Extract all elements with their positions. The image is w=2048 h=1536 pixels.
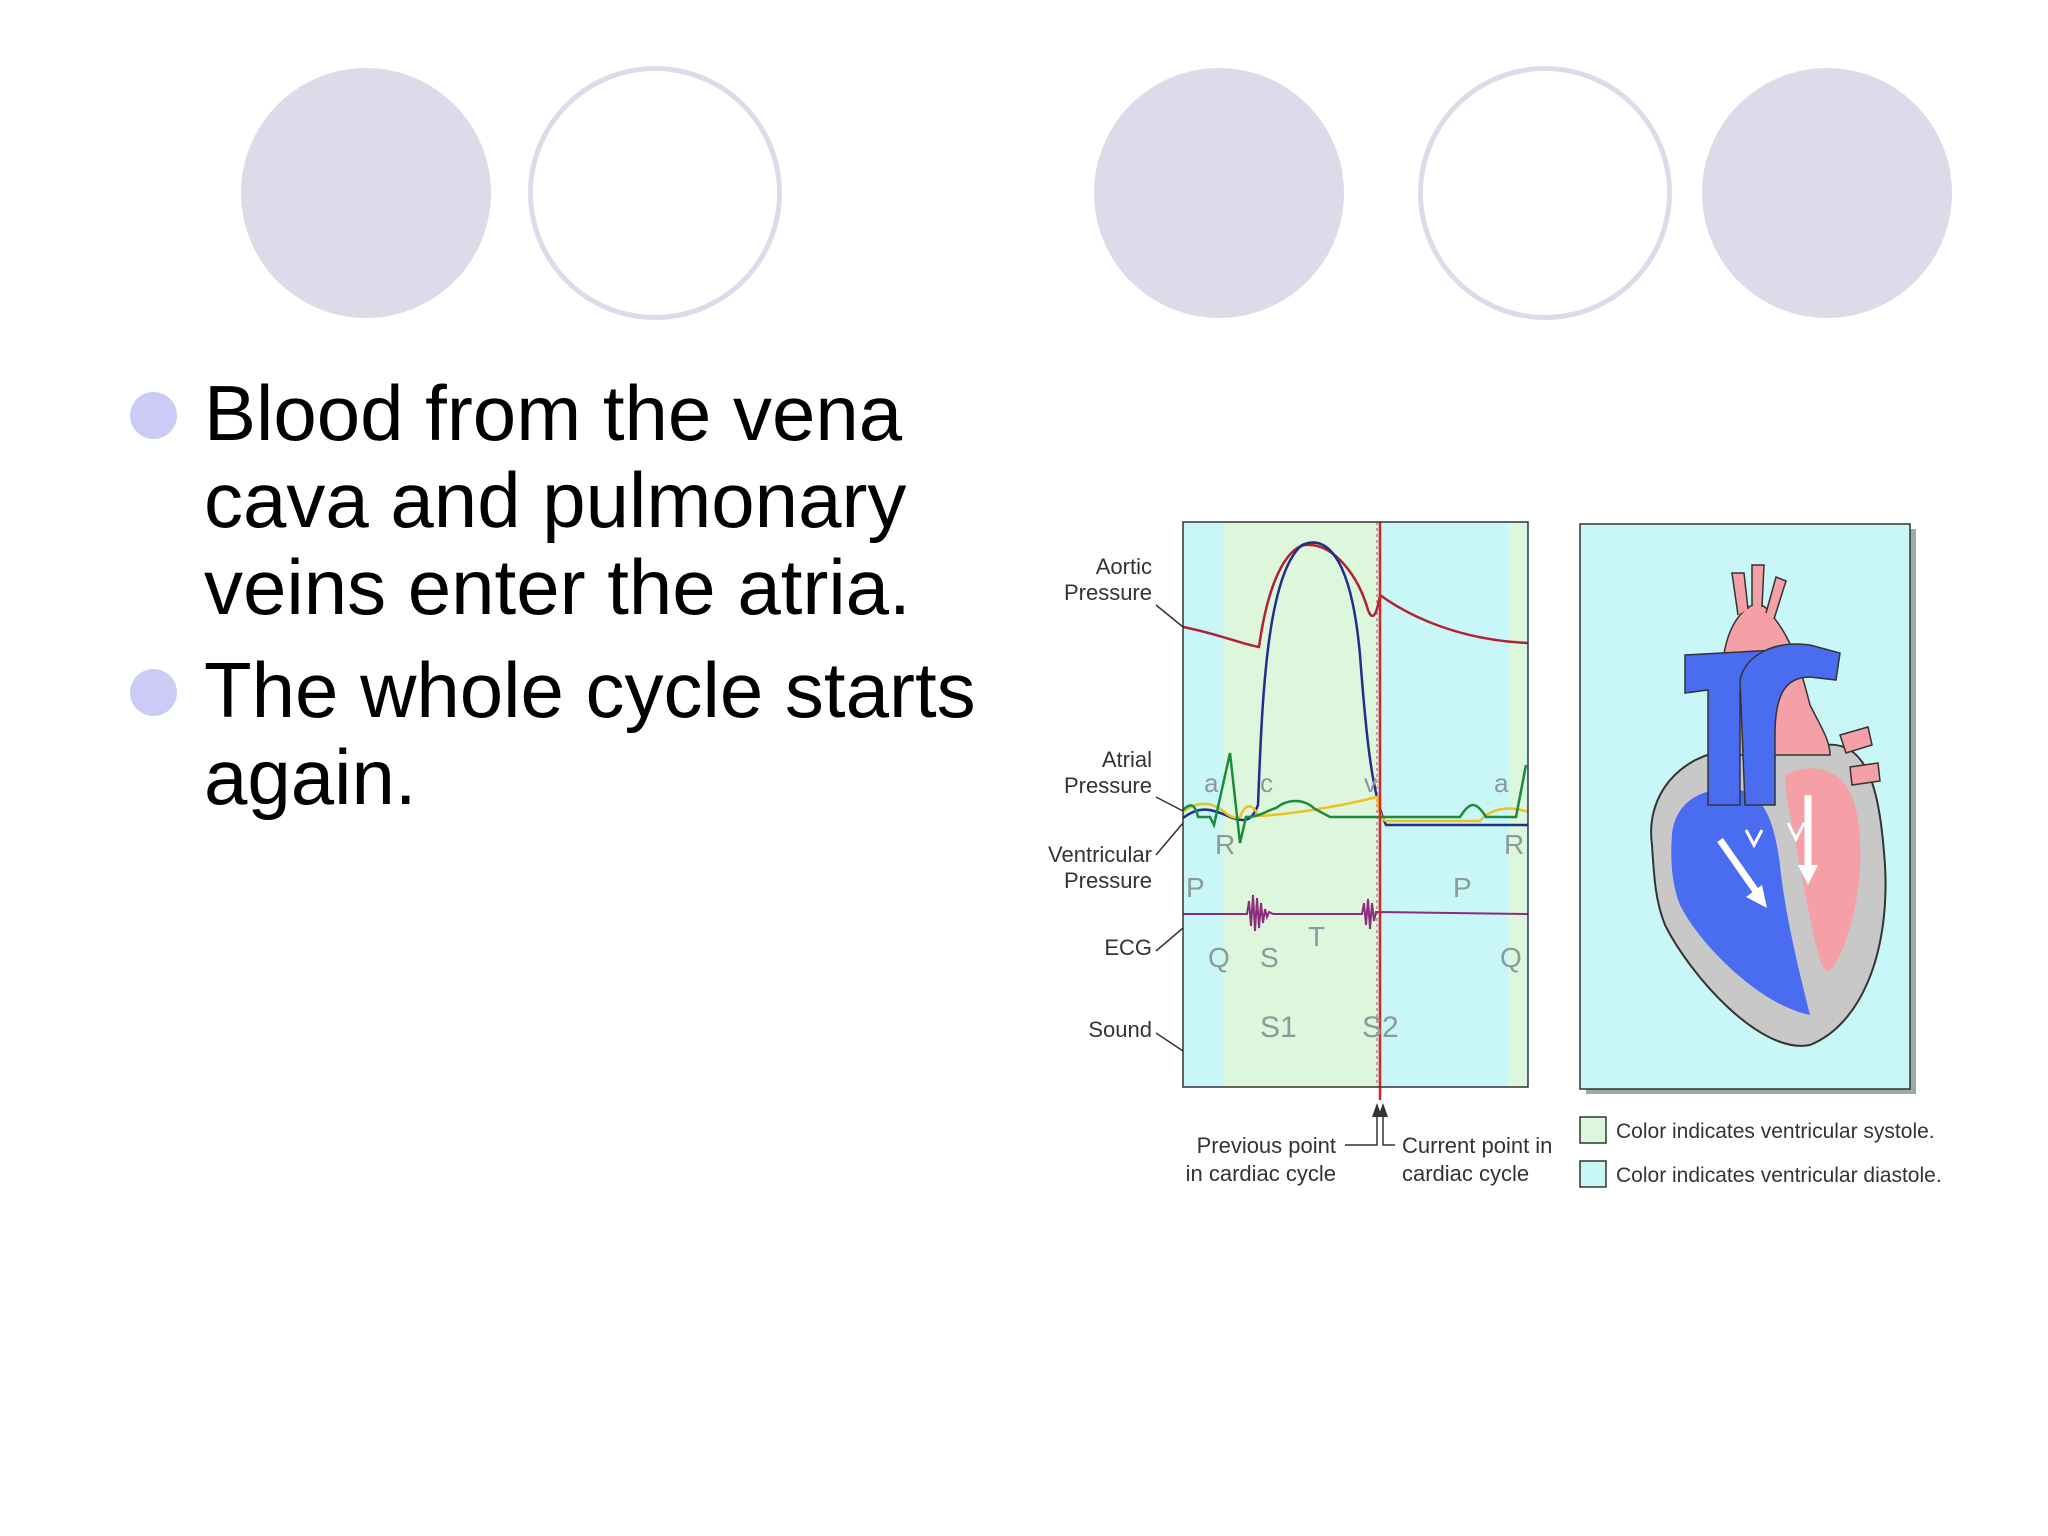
pulmonary-veins <box>1839 726 1881 786</box>
atrial-pressure-curve <box>1182 795 1529 823</box>
pointer-line <box>1155 1032 1184 1052</box>
ecg-trace <box>1182 752 1528 844</box>
atrial-pressure-label: Atrial <box>1102 747 1152 772</box>
flow-arrow-icon <box>1798 795 1818 885</box>
legend-swatch-systole <box>1579 1116 1607 1144</box>
bullet-text: Blood from the vena cava and pulmonary v… <box>204 369 911 631</box>
label-a1: a <box>1204 768 1219 798</box>
sound-label: Sound <box>1088 1017 1152 1042</box>
pointer-line <box>1155 927 1184 952</box>
pointer-line <box>1155 604 1184 628</box>
bullet-list: Blood from the vena cava and pulmonary v… <box>130 370 980 837</box>
cardiac-graph-panel: a c v a R R P P Q S T Q S1 S2 Aortic Pre… <box>1048 521 1552 1186</box>
left-ventricle <box>1785 768 1861 971</box>
arrow-up-icon <box>1378 1103 1388 1117</box>
label-P1: P <box>1186 872 1205 903</box>
bullet-item: Blood from the vena cava and pulmonary v… <box>130 370 980 631</box>
label-T: T <box>1308 921 1325 952</box>
decorative-circle-filled <box>1094 68 1344 318</box>
pulmonary-artery <box>1739 643 1841 806</box>
label-S1: S1 <box>1260 1011 1297 1044</box>
heart-sound-trace <box>1183 894 1529 932</box>
atrial-pressure-label: Pressure <box>1064 773 1152 798</box>
aortic-pressure-label: Pressure <box>1064 580 1152 605</box>
current-point-label: cardiac cycle <box>1402 1161 1529 1186</box>
legend-swatch-diastole <box>1579 1160 1607 1188</box>
pointer-line <box>1155 796 1184 812</box>
decorative-circle-outline <box>528 66 782 320</box>
label-R1: R <box>1215 829 1235 860</box>
current-point-marker <box>1382 1117 1395 1146</box>
legend-systole-label: Color indicates ventricular systole. <box>1616 1120 1935 1143</box>
cardiac-cycle-figure: a c v a R R P P Q S T Q S1 S2 Aortic Pre… <box>1048 521 1942 1188</box>
label-Q1: Q <box>1208 942 1230 973</box>
previous-point-label: in cardiac cycle <box>1186 1161 1336 1186</box>
legend-diastole-label: Color indicates ventricular diastole. <box>1616 1164 1942 1187</box>
previous-point-marker <box>1345 1117 1378 1146</box>
graph-border <box>1182 521 1529 1088</box>
ventricular-pressure-label: Pressure <box>1064 868 1152 893</box>
decorative-circle-filled <box>1702 68 1952 318</box>
label-R2: R <box>1504 829 1524 860</box>
systole-region <box>1224 522 1377 1087</box>
flow-arrow-icon <box>1717 837 1767 908</box>
ecg-label: ECG <box>1104 935 1152 960</box>
bullet-text: The whole cycle starts again. <box>204 646 976 821</box>
aortic-pressure-label: Aortic <box>1096 554 1152 579</box>
heart-panel: Color indicates ventricular systole. Col… <box>1579 523 1942 1188</box>
label-c: c <box>1260 768 1273 798</box>
bullet-dot-icon <box>130 669 177 716</box>
bullet-dot-icon <box>130 392 177 439</box>
previous-point-label: Previous point <box>1197 1133 1336 1158</box>
bullet-item: The whole cycle starts again. <box>130 647 980 821</box>
right-ventricle <box>1671 789 1810 1015</box>
label-a2: a <box>1494 768 1509 798</box>
label-Q2: Q <box>1500 942 1522 973</box>
label-S2: S2 <box>1362 1011 1399 1044</box>
decorative-circle-outline <box>1418 66 1672 320</box>
decorative-circle-filled <box>241 68 491 318</box>
aortic-branches <box>1731 564 1787 620</box>
current-point-label: Current point in <box>1402 1133 1552 1158</box>
pointer-line <box>1155 822 1184 856</box>
label-v: v <box>1364 768 1377 798</box>
valve-icon <box>1744 822 1806 849</box>
label-P2: P <box>1453 872 1472 903</box>
label-S: S <box>1260 942 1279 973</box>
ventricular-pressure-label: Ventricular <box>1048 842 1152 867</box>
aortic-pressure-curve <box>1182 543 1529 649</box>
